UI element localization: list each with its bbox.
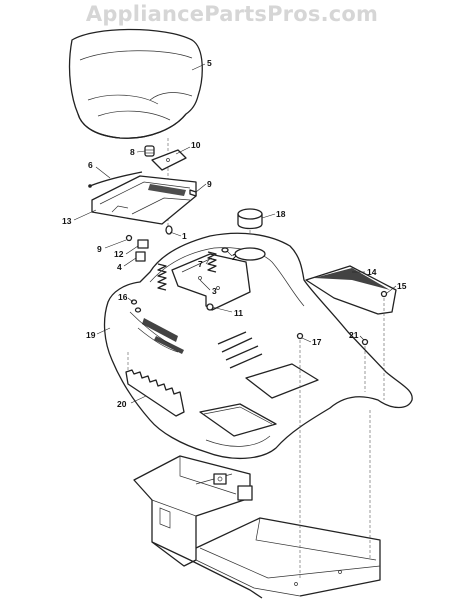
- callout-15: 15: [397, 281, 407, 291]
- adjuster-knob-part[interactable]: [144, 145, 155, 157]
- callout-16: 16: [118, 292, 128, 302]
- callout-13: 13: [62, 216, 72, 226]
- fastener-17[interactable]: [296, 332, 304, 340]
- washer-1[interactable]: [165, 225, 173, 235]
- leader-lines: [73, 63, 397, 404]
- seat-part[interactable]: [68, 28, 203, 139]
- fuel-cap-part[interactable]: [237, 208, 263, 230]
- callout-6: 6: [88, 160, 93, 170]
- callout-20: 20: [117, 399, 127, 409]
- rear-cover-plate-part[interactable]: [305, 265, 397, 315]
- spring-left-part[interactable]: [157, 263, 167, 291]
- frame-part[interactable]: [133, 455, 381, 599]
- callout-10: 10: [191, 140, 201, 150]
- callout-18: 18: [276, 209, 286, 219]
- screw-9-upper[interactable]: [189, 189, 197, 197]
- mounting-plate-part[interactable]: [171, 253, 251, 311]
- callout-9-upper: 9: [207, 179, 212, 189]
- clip-12-part[interactable]: [137, 239, 149, 249]
- adjustment-rod-part[interactable]: [88, 171, 143, 188]
- spring-right-part[interactable]: [207, 251, 217, 273]
- screw-15[interactable]: [380, 290, 388, 298]
- callout-9-lower: 9: [97, 244, 102, 254]
- callout-12: 12: [114, 249, 124, 259]
- callout-2: 2: [232, 252, 237, 262]
- callout-7: 7: [198, 259, 203, 269]
- seat-pan-part[interactable]: [91, 175, 197, 225]
- clip-21[interactable]: [361, 338, 369, 346]
- callout-11: 11: [234, 308, 243, 318]
- callout-5: 5: [207, 58, 212, 68]
- seat-bracket-part[interactable]: [151, 149, 187, 171]
- callout-4: 4: [117, 262, 122, 272]
- sawtooth-bracket-part[interactable]: [125, 369, 185, 417]
- nut-4-part[interactable]: [135, 251, 146, 262]
- callout-1: 1: [182, 231, 187, 241]
- screw-9-lower[interactable]: [125, 234, 133, 242]
- callout-8: 8: [130, 147, 135, 157]
- watermark-logo: AppliancePartsPros.com: [85, 2, 379, 26]
- bushing-16[interactable]: [130, 299, 142, 313]
- callout-3: 3: [212, 286, 217, 296]
- callout-19: 19: [86, 330, 96, 340]
- callout-17: 17: [312, 337, 322, 347]
- callout-14: 14: [367, 267, 377, 277]
- callout-21: 21: [349, 330, 359, 340]
- grommet-2[interactable]: [221, 247, 229, 253]
